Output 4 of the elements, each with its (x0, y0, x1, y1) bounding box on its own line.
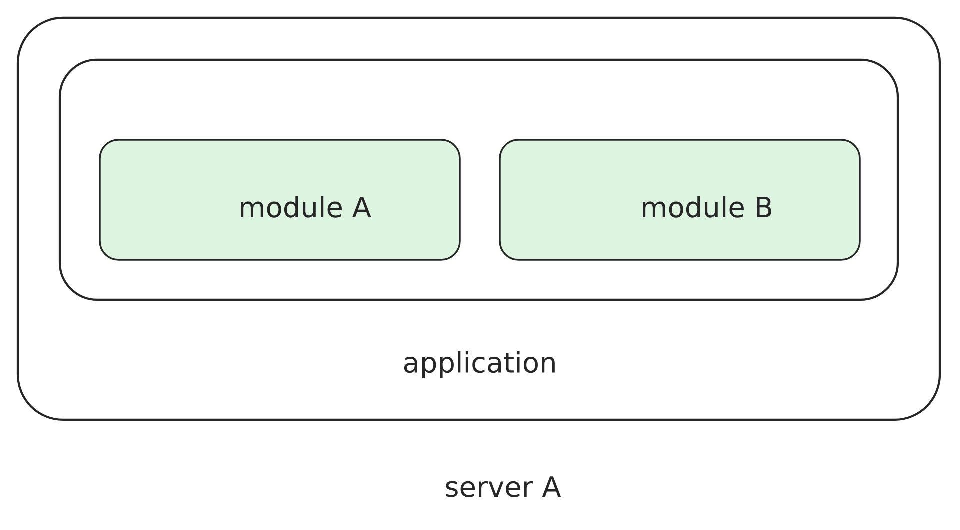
box-label: server A (446, 476, 562, 498)
box-label: application (404, 351, 555, 379)
box-label: module A (241, 196, 372, 218)
box-label: module B (643, 196, 772, 218)
